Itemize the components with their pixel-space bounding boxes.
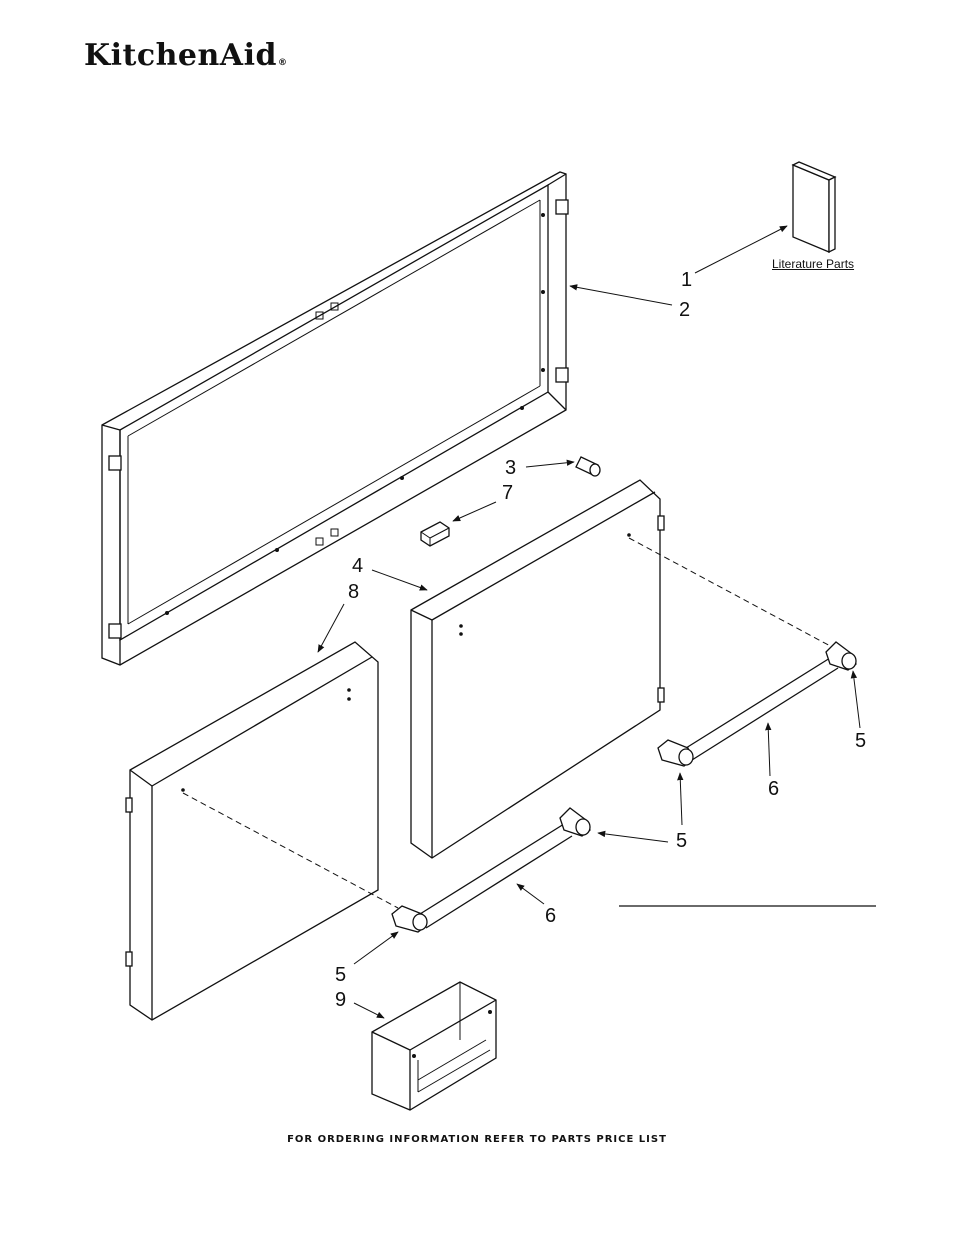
callout-5-right-lower-cap: 5 — [676, 830, 688, 852]
callout-7: 7 — [502, 482, 514, 504]
callout-6-right-handle: 6 — [768, 778, 780, 800]
pin-part — [575, 456, 601, 477]
ordering-info-footer: FOR ORDERING INFORMATION REFER TO PARTS … — [287, 1134, 667, 1145]
brand-name: KitchenAid — [84, 38, 277, 73]
callout-3: 3 — [505, 457, 517, 479]
left-handle — [391, 807, 591, 933]
alignment-line-left — [182, 792, 399, 909]
callout-5-right-cap: 5 — [855, 730, 867, 752]
right-handle — [657, 641, 857, 767]
literature-booklet — [791, 161, 837, 254]
callout-6-left-handle: 6 — [545, 905, 557, 927]
leader-arrows — [317, 225, 861, 1019]
callout-4: 4 — [352, 555, 364, 577]
registered-mark: ® — [277, 58, 288, 68]
callout-1: 1 — [681, 269, 693, 291]
right-door-panel — [410, 479, 665, 859]
literature-parts-label: Literature Parts — [772, 257, 855, 271]
callout-2: 2 — [679, 299, 691, 321]
brand-logo: KitchenAid® — [84, 38, 287, 73]
callout-9: 9 — [335, 989, 347, 1011]
callout-8: 8 — [348, 581, 360, 603]
clip-part — [420, 521, 450, 547]
callout-5-left-cap: 5 — [335, 964, 347, 986]
alignment-line-right — [628, 537, 835, 649]
trim-frame — [101, 171, 569, 666]
bracket-box — [371, 981, 497, 1111]
